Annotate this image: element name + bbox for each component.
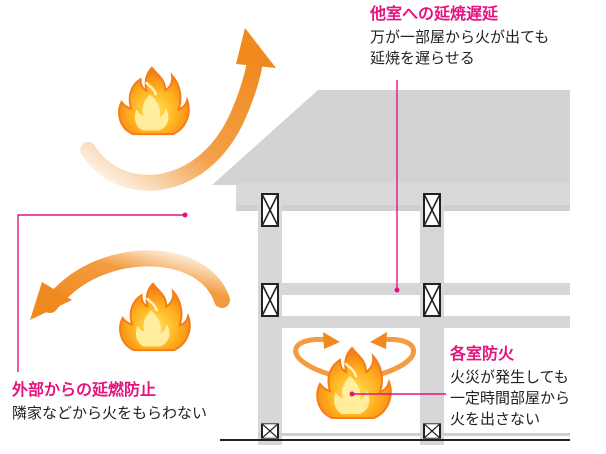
flame-icon xyxy=(316,346,392,420)
curved-arrow-icon xyxy=(80,54,263,191)
floor-band-upper xyxy=(258,283,570,295)
window-cross-icon xyxy=(423,283,441,317)
annotation-external-title: 外部からの延燃防止 xyxy=(12,380,157,399)
annotation-delay-line-2: 延焼を遅らせる xyxy=(370,49,475,67)
annotation-external-line-1: 隣家などから火をもらわない xyxy=(12,404,208,422)
annotation-room-line-3: 火を出さない xyxy=(450,410,541,428)
leader-delay xyxy=(394,80,400,293)
window-cross-icon xyxy=(423,193,441,227)
window-cross-icon xyxy=(261,422,279,440)
annotation-room-title: 各室防火 xyxy=(450,344,515,363)
arrow-head-down xyxy=(30,282,72,320)
curved-arrow-icon xyxy=(375,336,416,378)
annotation-room-line-1: 火災が発生しても xyxy=(450,368,569,386)
annotation-room: 各室防火 火災が発生しても 一定時間部屋から 火を出さない xyxy=(450,344,570,430)
ground-band xyxy=(258,433,570,436)
floor-band-lower xyxy=(258,316,570,328)
flame-icon xyxy=(117,66,190,136)
leader-room xyxy=(349,391,446,397)
curved-arrow-icon xyxy=(293,336,335,378)
arrow-head-small-left xyxy=(323,332,340,349)
arrow-head-small-right xyxy=(370,332,387,349)
flame-icon xyxy=(118,282,191,352)
roof xyxy=(212,90,570,185)
annotation-delay-line-1: 万が一部屋から火が出ても xyxy=(370,28,550,46)
window-cross-icon xyxy=(261,193,279,227)
arrow-head-up xyxy=(236,28,276,68)
window-cross-icon xyxy=(261,283,279,317)
annotation-delay-title: 他室への延焼遅延 xyxy=(370,4,499,23)
window-cross-icon xyxy=(423,422,441,440)
house xyxy=(212,90,570,445)
curved-arrow-icon xyxy=(42,250,230,313)
annotation-external: 外部からの延燃防止 隣家などから火をもらわない xyxy=(12,380,207,424)
ceiling-band xyxy=(236,205,570,211)
annotation-delay: 他室への延焼遅延 万が一部屋から火が出ても 延焼を遅らせる xyxy=(370,4,549,69)
leader-external xyxy=(17,212,188,372)
annotation-room-line-2: 一定時間部屋から xyxy=(450,389,571,407)
roof-underside xyxy=(236,183,570,207)
